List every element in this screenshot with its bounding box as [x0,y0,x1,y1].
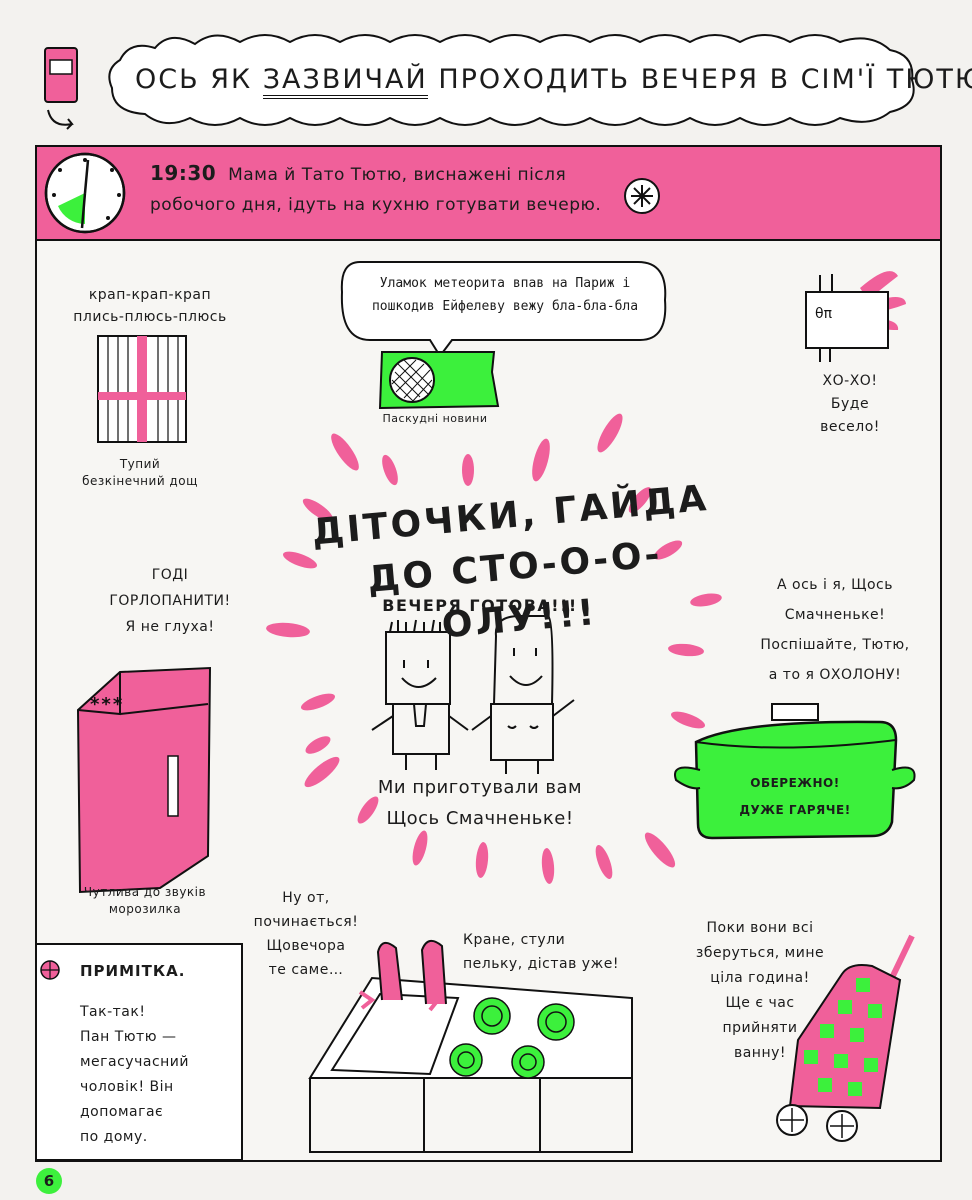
title-cloud [108,34,915,126]
svg-text:θπ: θπ [815,306,833,322]
dad-figure [371,619,469,770]
faucet-icon [358,939,447,1012]
asterisk-icon [624,178,660,214]
header-text: Мама й Тато Тютю, виснажені після робочо… [150,165,602,215]
pot-icon [674,703,916,840]
tv-icon [378,351,500,410]
note-box [35,943,243,1161]
note-title: ПРИМІТКА. [80,962,186,980]
stove-burners [449,997,575,1079]
page-title: ОСЬ ЯК ЗАЗВИЧАЙ ПРОХОДИТЬ ВЕЧЕРЯ В СІМ'Ї… [135,55,972,105]
robot-icon: θπ [805,271,906,362]
freezer-stars: *** [90,694,125,715]
note-body: Так-так!Пан Тютю —мегасучасний чоловік! … [80,1004,189,1145]
kitchen-counter [308,976,633,1153]
page-number: 6 [36,1168,62,1194]
basketball-icon [40,960,60,980]
shopping-cart-icon [776,934,915,1142]
tv-bubble-text: Уламок метеорита впав на Париж і пошкоди… [371,276,639,314]
header-caption: 19:30 Мама й Тато Тютю, виснажені після … [150,158,630,220]
mom-figure [471,615,575,774]
rainy-window-icon [97,335,187,443]
tv-caption: Паскудні новини [382,412,488,425]
phone-icon [44,47,78,130]
clock-icon [44,152,126,234]
header-time: 19:30 [150,161,217,185]
freezer-icon [76,666,212,894]
header-band [35,145,942,241]
burst-rays [266,413,722,884]
title-emphasis: ЗАЗВИЧАЙ [262,64,428,99]
pot-warning-label: ОБЕРЕЖНО!ДУЖЕ ГАРЯЧЕ! [739,776,851,817]
dinner-ready-text: ВЕЧЕРЯ ГОТОВА!!! [382,596,578,615]
